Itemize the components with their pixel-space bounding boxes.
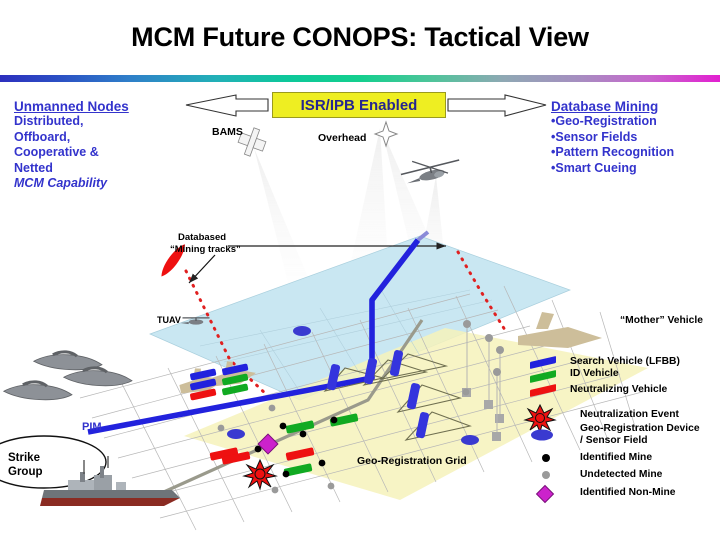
geo-registration-devices (227, 326, 479, 445)
legend-label-3: Neutralization Event (580, 409, 679, 420)
mcm-capability-line: MCM Capability (14, 176, 108, 190)
legend-label-0: Search Vehicle (LFBB) (570, 356, 680, 367)
overhead-satellite-icon (373, 120, 399, 148)
scene-vehicle-markers (190, 363, 359, 477)
strike-group-callout-ellipse (0, 435, 107, 489)
red-surface-vessel-icon (161, 244, 185, 277)
isr-ipb-enabled-box: ISR/IPB Enabled (272, 92, 446, 118)
identified-non-mine-markers (257, 433, 279, 455)
helicopter-icon (400, 159, 460, 184)
strike-group-label-line1: Strike (8, 452, 40, 464)
bams-label: BAMS (212, 126, 243, 138)
geo-registration-device-swatch-icon (531, 429, 553, 441)
bams-satellite-icon (237, 127, 267, 157)
unmanned-nodes-line-0: Distributed, (14, 114, 84, 128)
sensor-field-posts (462, 320, 504, 441)
mining-track-dotted-left (184, 269, 270, 398)
legend-label-7: Undetected Mine (580, 469, 663, 480)
database-mining-heading: Database Mining (551, 99, 659, 114)
tuav-icon (180, 317, 210, 325)
neutralization-event-marker (242, 458, 278, 491)
tuav-label: TUAV (157, 315, 181, 325)
arrow-to-unmanned-nodes (185, 94, 269, 117)
database-mining-bullet-0: •Geo-Registration (551, 114, 657, 128)
page-title: MCM Future CONOPS: Tactical View (131, 22, 589, 52)
uuv-group (2, 350, 133, 401)
mining-track-dotted-right (456, 250, 507, 332)
identified-mine-swatch-icon (542, 454, 550, 462)
database-mining-bullet-3: •Smart Cueing (551, 160, 637, 175)
gradient-divider (0, 75, 720, 82)
database-mining-bullet-2: •Pattern Recognition (551, 145, 675, 159)
mother-vehicle-label: “Mother” Vehicle (620, 315, 703, 326)
unmanned-nodes-heading: Unmanned Nodes (14, 99, 129, 114)
mining-tracks-label: “Mining tracks” (170, 244, 241, 255)
database-mining-block: Database Mining •Geo-Registration •Senso… (551, 99, 674, 176)
legend-label-4: Geo-Registration Device (580, 423, 700, 434)
water-plane (149, 235, 571, 401)
unmanned-nodes-line-3: Netted (14, 160, 53, 175)
pim-route (87, 238, 421, 435)
isr-ipb-enabled-label: ISR/IPB Enabled (300, 96, 418, 114)
unmanned-nodes-line-1: Offboard, (14, 129, 71, 144)
undetected-mine-swatch-icon (542, 471, 550, 479)
identified-non-mine-swatch-icon (535, 484, 555, 504)
undetected-mines (217, 388, 470, 494)
mining-tracks-callout-arrow (188, 254, 216, 284)
overhead-label: Overhead (318, 132, 367, 144)
strike-group-label-line2: Group (8, 466, 43, 478)
legend-label-6: Identified Mine (580, 452, 653, 463)
unmanned-nodes-line-2: Cooperative & (14, 145, 99, 159)
legend-label-1: ID Vehicle (570, 368, 619, 379)
destroyer-ship-icon (40, 456, 180, 506)
legend-label-8: Identified Non-Mine (580, 487, 676, 498)
arrow-to-database-mining (447, 94, 547, 117)
legend-label-2: Neutralizing Vehicle (570, 384, 668, 395)
pim-label: PIM (82, 421, 102, 433)
databased-label: Databased (178, 232, 227, 243)
search-vehicle-markers (326, 350, 430, 439)
database-mining-bullet-1: •Sensor Fields (551, 129, 638, 144)
water-grid (199, 287, 493, 393)
unmanned-nodes-block: Unmanned Nodes Distributed, Offboard, Co… (14, 99, 129, 192)
transit-lane (145, 319, 424, 502)
legend-label-5: / Sensor Field (580, 435, 648, 446)
mother-vehicle-swatch-icon (518, 312, 602, 348)
geo-registration-grid-label: Geo-Registration Grid (357, 455, 467, 467)
pim-route-extension (416, 230, 430, 242)
identified-mines (254, 416, 338, 478)
